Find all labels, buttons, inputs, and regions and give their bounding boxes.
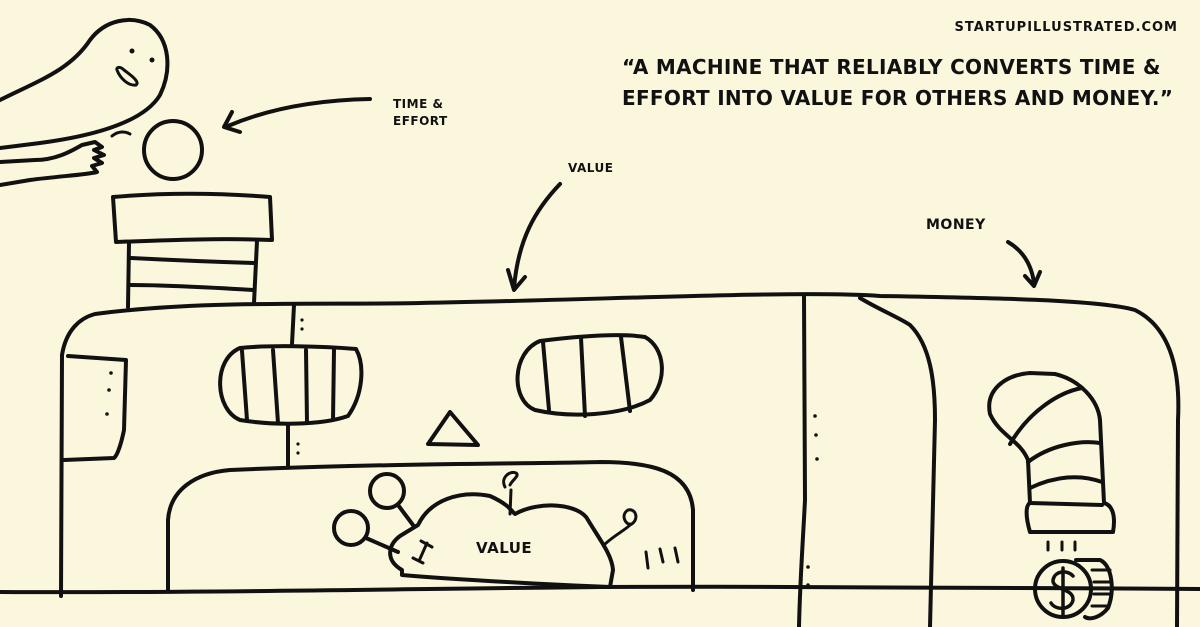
dollar-coin-icon: [1033, 558, 1114, 621]
site-url: startupillustrated.com: [954, 20, 1178, 35]
ghost-figure-icon: [0, 18, 170, 187]
value-pile-icon: [332, 470, 680, 589]
label-money: Money: [926, 217, 986, 233]
label-value-pile: Value: [476, 539, 533, 557]
machine-body: [0, 292, 1200, 627]
label-time-effort-line1: Time &: [393, 97, 444, 111]
headline-quote: “A machine that reliably converts time &…: [622, 55, 1174, 110]
label-value-top: Value: [568, 161, 614, 175]
money-pipe-icon: [987, 371, 1116, 552]
funnel-intake-icon: [111, 191, 274, 309]
arrow-value-icon: [506, 182, 562, 292]
label-time-effort-line2: Effort: [393, 114, 448, 128]
arrow-time-effort-icon: [222, 97, 372, 134]
effort-ball-icon: [142, 119, 204, 181]
label-time-effort: Time & Effort: [393, 96, 448, 130]
arrow-money-icon: [1006, 240, 1042, 288]
